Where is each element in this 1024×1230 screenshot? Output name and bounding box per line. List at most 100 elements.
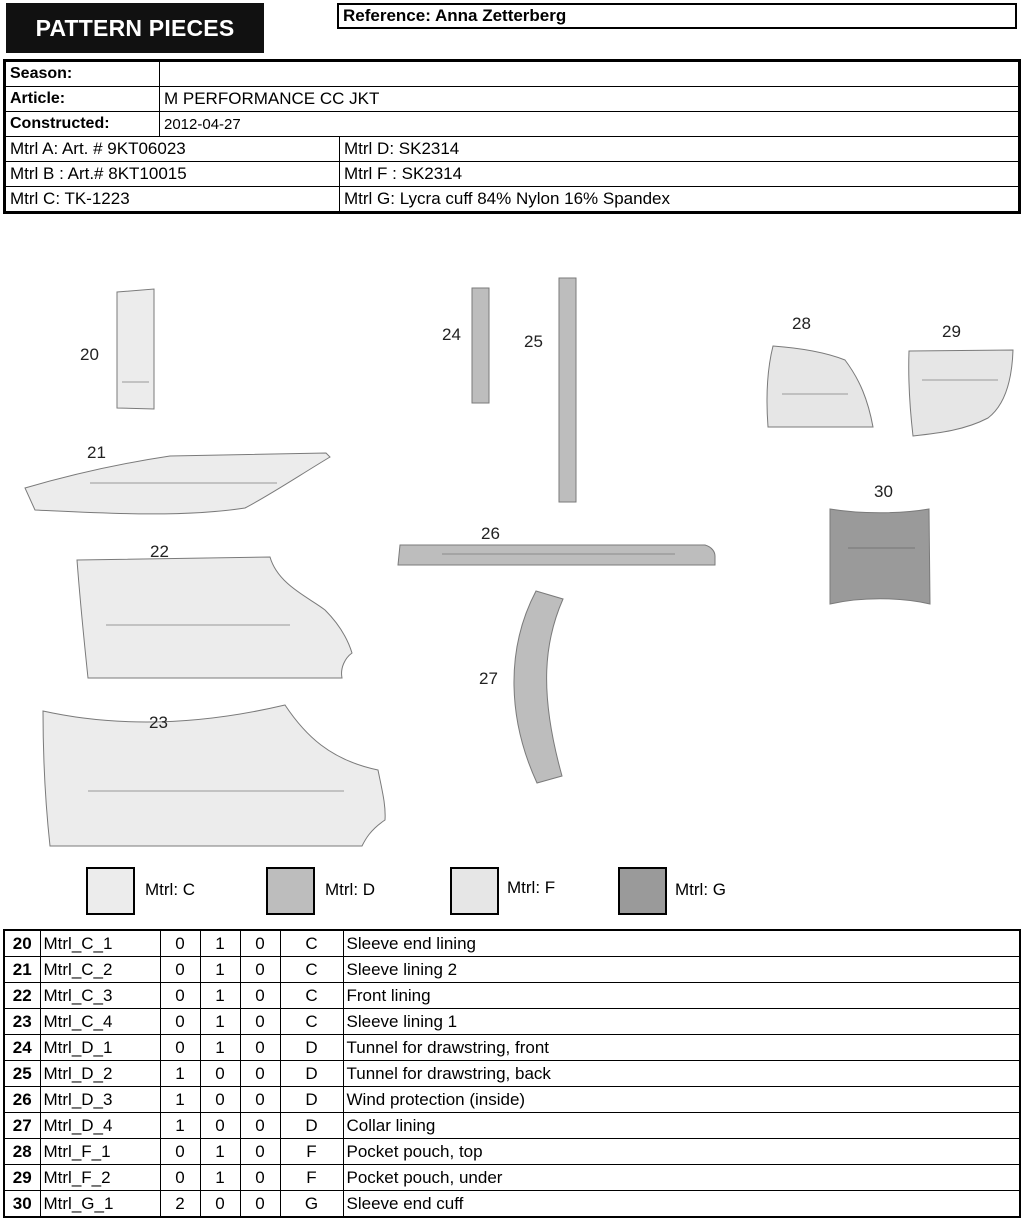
piece-code: Mtrl_D_1 [39,1034,161,1061]
qty-c: 0 [239,956,281,983]
pattern-piece-22 [76,556,353,679]
pattern-piece-28 [766,345,874,428]
piece-label-21: 21 [87,443,106,462]
qty-a: 0 [159,1164,201,1191]
piece-number: 29 [3,1164,41,1191]
pattern-piece-20 [116,288,155,410]
qty-c: 0 [239,1164,281,1191]
pattern-piece-24 [471,287,490,404]
piece-code: Mtrl_D_4 [39,1112,161,1139]
material-row: Mtrl C: TK-1223 Mtrl G: Lycra cuff 84% N… [4,186,1020,213]
season-label: Season: [4,60,160,87]
piece-description: Sleeve lining 2 [342,956,1021,983]
legend-label-g: Mtrl: G [675,880,726,899]
material-cell: Mtrl B : Art.# 8KT10015 [4,161,340,187]
qty-c: 0 [239,929,281,957]
qty-c: 0 [239,1008,281,1035]
constructed-row: Constructed: 2012-04-27 [4,111,1020,137]
qty-c: 0 [239,1034,281,1061]
article-row: Article: M PERFORMANCE CC JKT [4,86,1020,112]
qty-a: 0 [159,1034,201,1061]
article-info-table: Season: Article: M PERFORMANCE CC JKT Co… [3,59,1021,214]
piece-description: Pocket pouch, under [342,1164,1021,1191]
piece-description: Tunnel for drawstring, front [342,1034,1021,1061]
qty-b: 0 [199,1060,241,1087]
material-cell: Mtrl C: TK-1223 [4,186,340,213]
piece-number: 27 [3,1112,41,1139]
legend-label-c: Mtrl: C [145,880,196,899]
piece-number: 23 [3,1008,41,1035]
piece-code: Mtrl_C_1 [39,929,161,957]
pattern-piece-29 [908,349,1014,437]
piece-code: Mtrl_G_1 [39,1190,161,1218]
qty-c: 0 [239,982,281,1009]
legend-swatch-f [450,867,499,915]
qty-c: 0 [239,1190,281,1218]
pattern-pieces-drawing: 20 21 22 23 24 25 26 27 28 29 30 [24,277,1014,915]
piece-number: 28 [3,1138,41,1165]
pattern-piece-30 [829,508,931,605]
piece-description: Tunnel for drawstring, back [342,1060,1021,1087]
legend-label-f: Mtrl: F [507,878,556,897]
piece-material: F [279,1138,344,1165]
piece-material: C [279,1008,344,1035]
qty-c: 0 [239,1060,281,1087]
piece-label-28: 28 [792,314,811,333]
page-title: PATTERN PIECES [6,3,264,53]
piece-material: C [279,956,344,983]
material-cell: Mtrl D: SK2314 [339,136,1020,162]
material-row: Mtrl B : Art.# 8KT10015 Mtrl F : SK2314 [4,161,1020,187]
pattern-piece-25 [558,277,577,503]
material-cell: Mtrl G: Lycra cuff 84% Nylon 16% Spandex [339,186,1020,213]
qty-a: 0 [159,929,201,957]
qty-c: 0 [239,1086,281,1113]
season-row: Season: [4,60,1020,87]
qty-b: 0 [199,1112,241,1139]
piece-description: Collar lining [342,1112,1021,1139]
piece-number: 30 [3,1190,41,1218]
material-cell: Mtrl F : SK2314 [339,161,1020,187]
qty-c: 0 [239,1138,281,1165]
qty-b: 1 [199,929,241,957]
qty-c: 0 [239,1112,281,1139]
material-row: Mtrl A: Art. # 9KT06023 Mtrl D: SK2314 [4,136,1020,162]
piece-description: Sleeve lining 1 [342,1008,1021,1035]
piece-number: 24 [3,1034,41,1061]
season-value [159,60,1020,87]
pattern-piece-27 [513,590,564,784]
piece-label-22: 22 [150,542,169,561]
qty-b: 0 [199,1190,241,1218]
qty-a: 0 [159,1008,201,1035]
piece-description: Wind protection (inside) [342,1086,1021,1113]
piece-description: Sleeve end cuff [342,1190,1021,1218]
qty-a: 1 [159,1060,201,1087]
article-value: M PERFORMANCE CC JKT [159,86,1020,112]
piece-code: Mtrl_F_2 [39,1164,161,1191]
piece-label-29: 29 [942,322,961,341]
legend-swatch-c [86,867,135,915]
qty-b: 1 [199,1008,241,1035]
piece-material: D [279,1060,344,1087]
piece-number: 21 [3,956,41,983]
qty-b: 1 [199,956,241,983]
pattern-piece-23 [42,704,386,847]
piece-number: 20 [3,929,41,957]
piece-number: 22 [3,982,41,1009]
piece-code: Mtrl_F_1 [39,1138,161,1165]
qty-b: 1 [199,1138,241,1165]
piece-label-27: 27 [479,669,498,688]
article-label: Article: [4,86,160,112]
piece-description: Sleeve end lining [342,929,1021,957]
piece-label-25: 25 [524,332,543,351]
qty-a: 0 [159,982,201,1009]
qty-a: 2 [159,1190,201,1218]
